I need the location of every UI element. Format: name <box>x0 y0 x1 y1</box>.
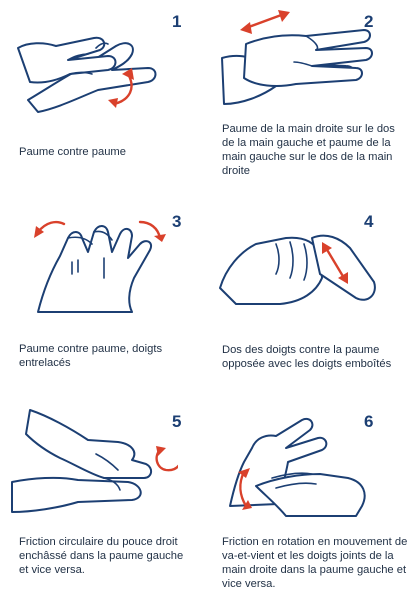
palm-to-palm-hands-icon <box>17 36 157 113</box>
step-number: 3 <box>172 212 182 231</box>
step-number: 4 <box>364 212 374 231</box>
fingertips-in-palm-hands-icon <box>229 418 366 517</box>
step-caption: Paume contre paume, doigts entrelacés <box>19 343 163 369</box>
step-2: 2 Paume de la main droite sur le dos de … <box>208 0 416 200</box>
palm-over-back-hands-icon <box>221 10 373 105</box>
step-1: 1 Paume contre paume <box>0 0 208 200</box>
interlaced-fingers-hands-icon <box>34 220 166 313</box>
step-caption: Friction circulaire du pouce droit enchâ… <box>19 536 184 576</box>
step-number: 2 <box>364 12 374 31</box>
step-caption: Friction en rotation en mouvement de va-… <box>222 536 408 590</box>
step-number: 1 <box>172 12 182 31</box>
step-5: 5 Friction circulaire du pouce droit enc… <box>0 400 208 600</box>
step-caption: Paume contre paume <box>19 146 126 158</box>
step-caption: Paume de la main droite sur le dos de la… <box>222 123 395 177</box>
step-3: 3 Paume contre paume, doigts entrelacés <box>0 200 208 400</box>
thumb-rotation-hands-icon <box>11 409 178 513</box>
step-4: 4 Dos des doigts contre la paume opposée… <box>208 200 416 400</box>
step-number: 6 <box>364 412 374 431</box>
step-number: 5 <box>172 412 182 431</box>
step-caption: Dos des doigts contre la paume opposée a… <box>222 344 392 370</box>
backs-of-fingers-hands-icon <box>219 234 376 305</box>
step-6: 6 Friction en rotation en mouvement de v… <box>208 400 416 600</box>
